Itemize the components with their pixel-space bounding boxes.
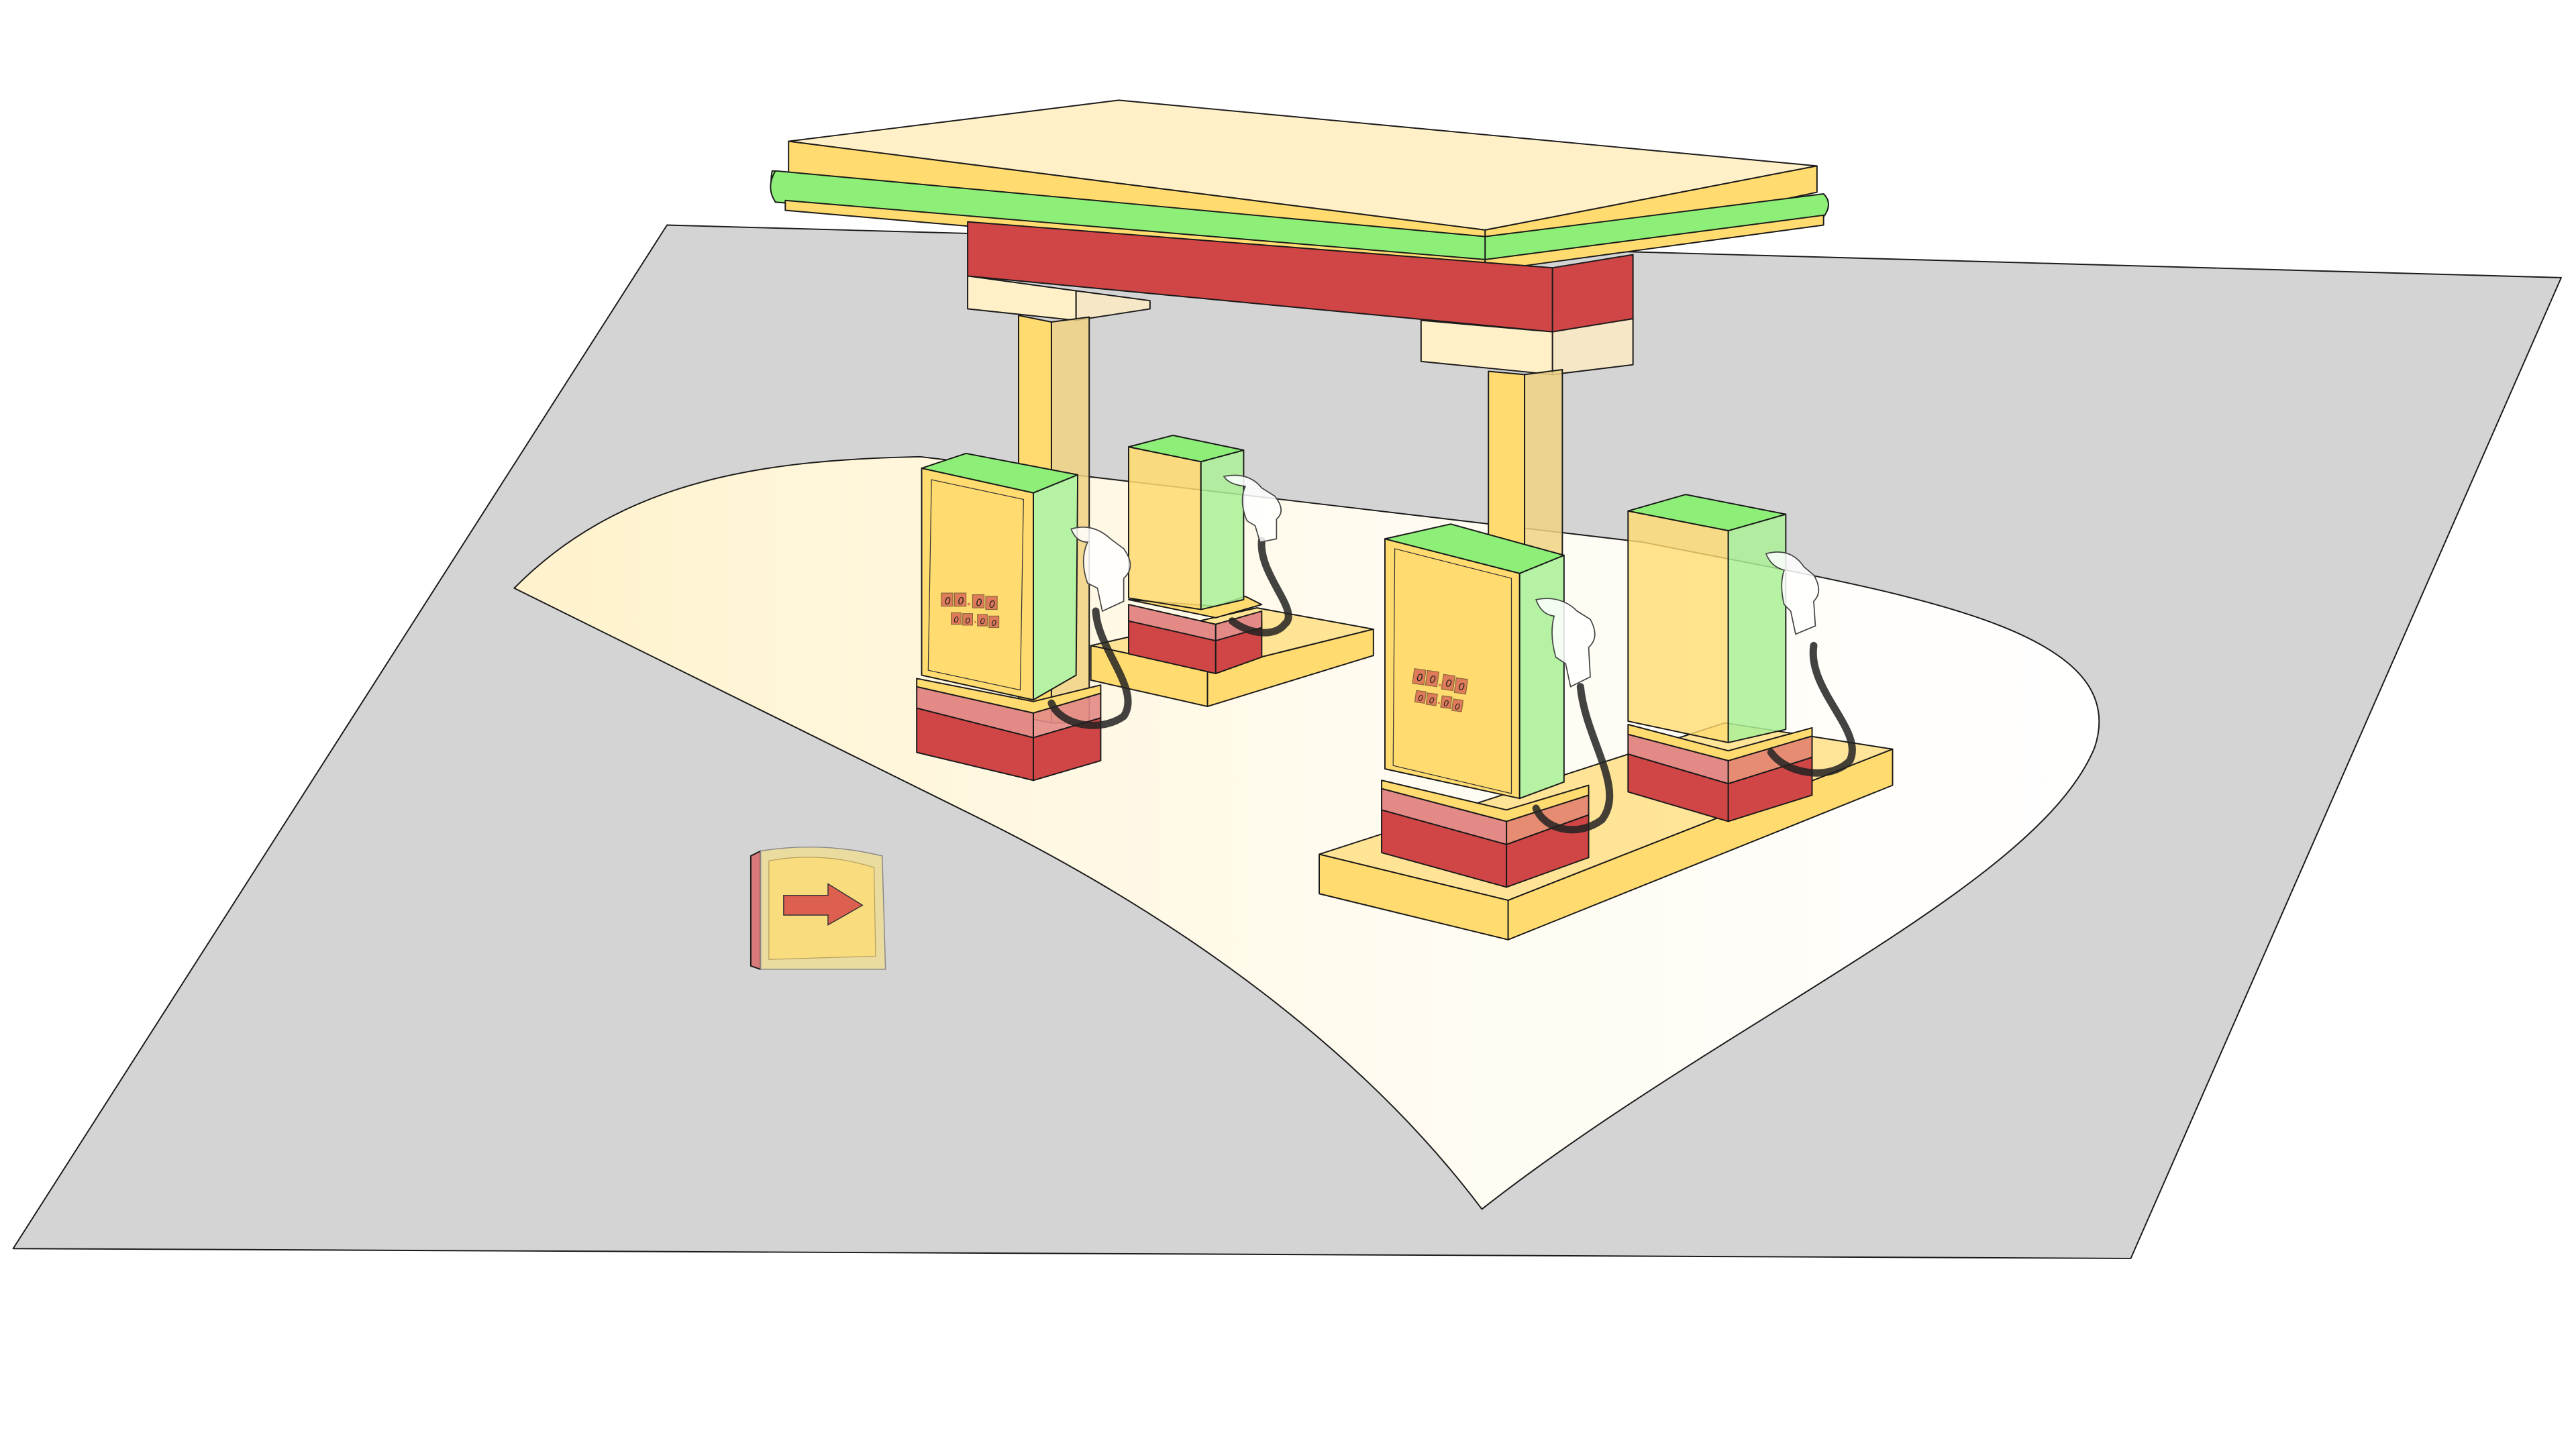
pump-front-left: 0 0 0 0 0 0 0 0 bbox=[916, 452, 1132, 782]
digit: 0 bbox=[980, 617, 985, 627]
price-display: 0 0 0 0 0 0 0 0 bbox=[1412, 668, 1469, 712]
digit: 0 bbox=[1429, 674, 1437, 686]
digit: 0 bbox=[1443, 698, 1449, 708]
digit: 0 bbox=[1429, 696, 1435, 706]
canopy-beam bbox=[967, 221, 1634, 333]
pump-face-panel bbox=[1392, 548, 1512, 794]
pump-body-side bbox=[1033, 474, 1079, 701]
column-cap-left-side bbox=[1075, 290, 1151, 321]
digit: 0 bbox=[976, 598, 982, 609]
pump-body-top bbox=[1128, 435, 1245, 463]
digit: 0 bbox=[1457, 681, 1465, 693]
digit: 0 bbox=[954, 615, 959, 625]
digit: 0 bbox=[965, 616, 970, 625]
fuel-nozzle-icon bbox=[1765, 551, 1820, 635]
display-line-1: 0 0 0 0 bbox=[941, 592, 998, 610]
pump-face-panel bbox=[927, 479, 1024, 691]
direction-sign bbox=[750, 846, 886, 970]
pump-body-side bbox=[1727, 513, 1787, 743]
pump-body-front bbox=[1627, 510, 1729, 743]
arrow-right-icon bbox=[783, 883, 864, 926]
digit: 0 bbox=[989, 599, 995, 610]
pump-plinth bbox=[1627, 724, 1813, 761]
digit: 0 bbox=[992, 619, 997, 628]
digit: 0 bbox=[958, 596, 964, 607]
pump-front-right: 0 0 0 0 0 0 0 0 bbox=[1381, 523, 1614, 888]
fuel-nozzle-icon bbox=[1070, 526, 1131, 612]
digit: 0 bbox=[1417, 693, 1424, 703]
fuel-nozzle-icon bbox=[1223, 474, 1282, 543]
pump-back-left bbox=[1128, 435, 1292, 675]
sign-side bbox=[750, 850, 762, 970]
pump-body-top bbox=[1627, 494, 1787, 531]
pump-back-right bbox=[1627, 494, 1856, 822]
digit: 0 bbox=[1445, 678, 1453, 690]
display-line-2: 0 0 0 0 bbox=[950, 612, 1000, 629]
pump-body-side bbox=[1518, 554, 1565, 800]
pump-body-side bbox=[1200, 449, 1245, 610]
display-line-1: 0 0 0 0 bbox=[1412, 668, 1469, 695]
display-line-2: 0 0 0 0 bbox=[1414, 690, 1464, 712]
fuel-hose bbox=[1047, 607, 1132, 729]
island-left-side bbox=[1206, 628, 1374, 708]
fuel-nozzle-icon bbox=[1535, 598, 1596, 688]
fuel-hose bbox=[1532, 683, 1614, 834]
digit: 0 bbox=[945, 596, 951, 607]
pump-body-front bbox=[921, 467, 1034, 701]
pump-body-top bbox=[921, 452, 1079, 494]
price-display: 0 0 0 0 0 0 0 0 bbox=[941, 592, 1000, 629]
digit: 0 bbox=[1454, 702, 1461, 712]
pump-body-front bbox=[1384, 538, 1521, 800]
pump-body-front bbox=[1128, 446, 1202, 610]
digit: 0 bbox=[1416, 672, 1424, 684]
column-cap-right-side bbox=[1551, 318, 1634, 376]
fuel-hose bbox=[1228, 537, 1292, 637]
pump-body-top bbox=[1384, 523, 1565, 574]
fuel-hose bbox=[1767, 641, 1856, 777]
